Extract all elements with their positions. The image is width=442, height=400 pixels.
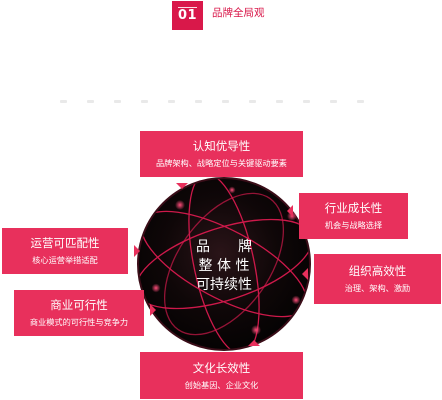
section-number: 01 <box>177 8 198 23</box>
callout-cognition: 认知优导性 品牌架构、战略定位与关键驱动要素 <box>140 131 303 189</box>
callout-title: 行业成长性 <box>324 201 383 215</box>
callout-title: 文化长效性 <box>192 360 251 375</box>
callout-subtitle: 品牌架构、战略定位与关键驱动要素 <box>155 158 287 168</box>
dot <box>357 99 364 103</box>
callout-organization: 组织高效性 治理、架构、激励 <box>302 254 441 304</box>
orbit-ring <box>163 192 285 336</box>
callout-title: 运营可匹配性 <box>30 236 100 250</box>
sphere-rim <box>137 177 311 351</box>
dot <box>249 99 256 103</box>
dot <box>303 99 310 103</box>
dot <box>141 99 148 103</box>
dot <box>222 99 229 103</box>
dot <box>114 99 121 103</box>
callout-subtitle: 核心运营举措适配 <box>32 255 98 265</box>
callout-operations: 运营可匹配性 核心运营举措适配 <box>2 228 140 274</box>
callout-subtitle: 治理、架构、激励 <box>344 283 411 293</box>
orbit-node <box>175 200 185 210</box>
section-number-badge: 01 <box>172 1 203 30</box>
orbit-node <box>228 186 236 194</box>
core-line-1: 品 牌 <box>196 239 252 255</box>
core-line-2: 整 体 性 <box>198 258 250 274</box>
dot <box>330 99 337 103</box>
dot <box>60 99 67 103</box>
callout-subtitle: 机会与战略选择 <box>324 220 383 230</box>
callout-subtitle: 商业模式的可行性与竞争力 <box>29 317 129 327</box>
callout-title: 认知优导性 <box>192 139 251 153</box>
core-line-3: 可持续性 <box>196 277 252 293</box>
orbit-node <box>251 325 261 335</box>
callout-industry-growth: 行业成长性 机会与战略选择 <box>287 193 408 239</box>
dot <box>195 99 202 103</box>
callout-business-viability: 商业可行性 商业模式的可行性与竞争力 <box>14 290 156 336</box>
section-title: 品牌全局观 <box>212 7 265 19</box>
decorative-dots <box>60 96 390 106</box>
sphere-body <box>138 178 310 350</box>
callout-title: 商业可行性 <box>50 298 108 312</box>
dot <box>168 99 175 103</box>
callout-subtitle: 创始基因、企业文化 <box>184 379 259 390</box>
core-label: 品 牌 整 体 性 可持续性 <box>186 238 262 295</box>
orbit-ring <box>188 178 260 350</box>
orbit-ring <box>138 218 310 310</box>
callout-culture: 文化长效性 创始基因、企业文化 <box>140 340 303 399</box>
orbit-node <box>291 295 301 305</box>
dot <box>87 99 94 103</box>
orbit-node <box>151 283 161 293</box>
callout-title: 组织高效性 <box>348 264 407 278</box>
dot <box>276 99 283 103</box>
